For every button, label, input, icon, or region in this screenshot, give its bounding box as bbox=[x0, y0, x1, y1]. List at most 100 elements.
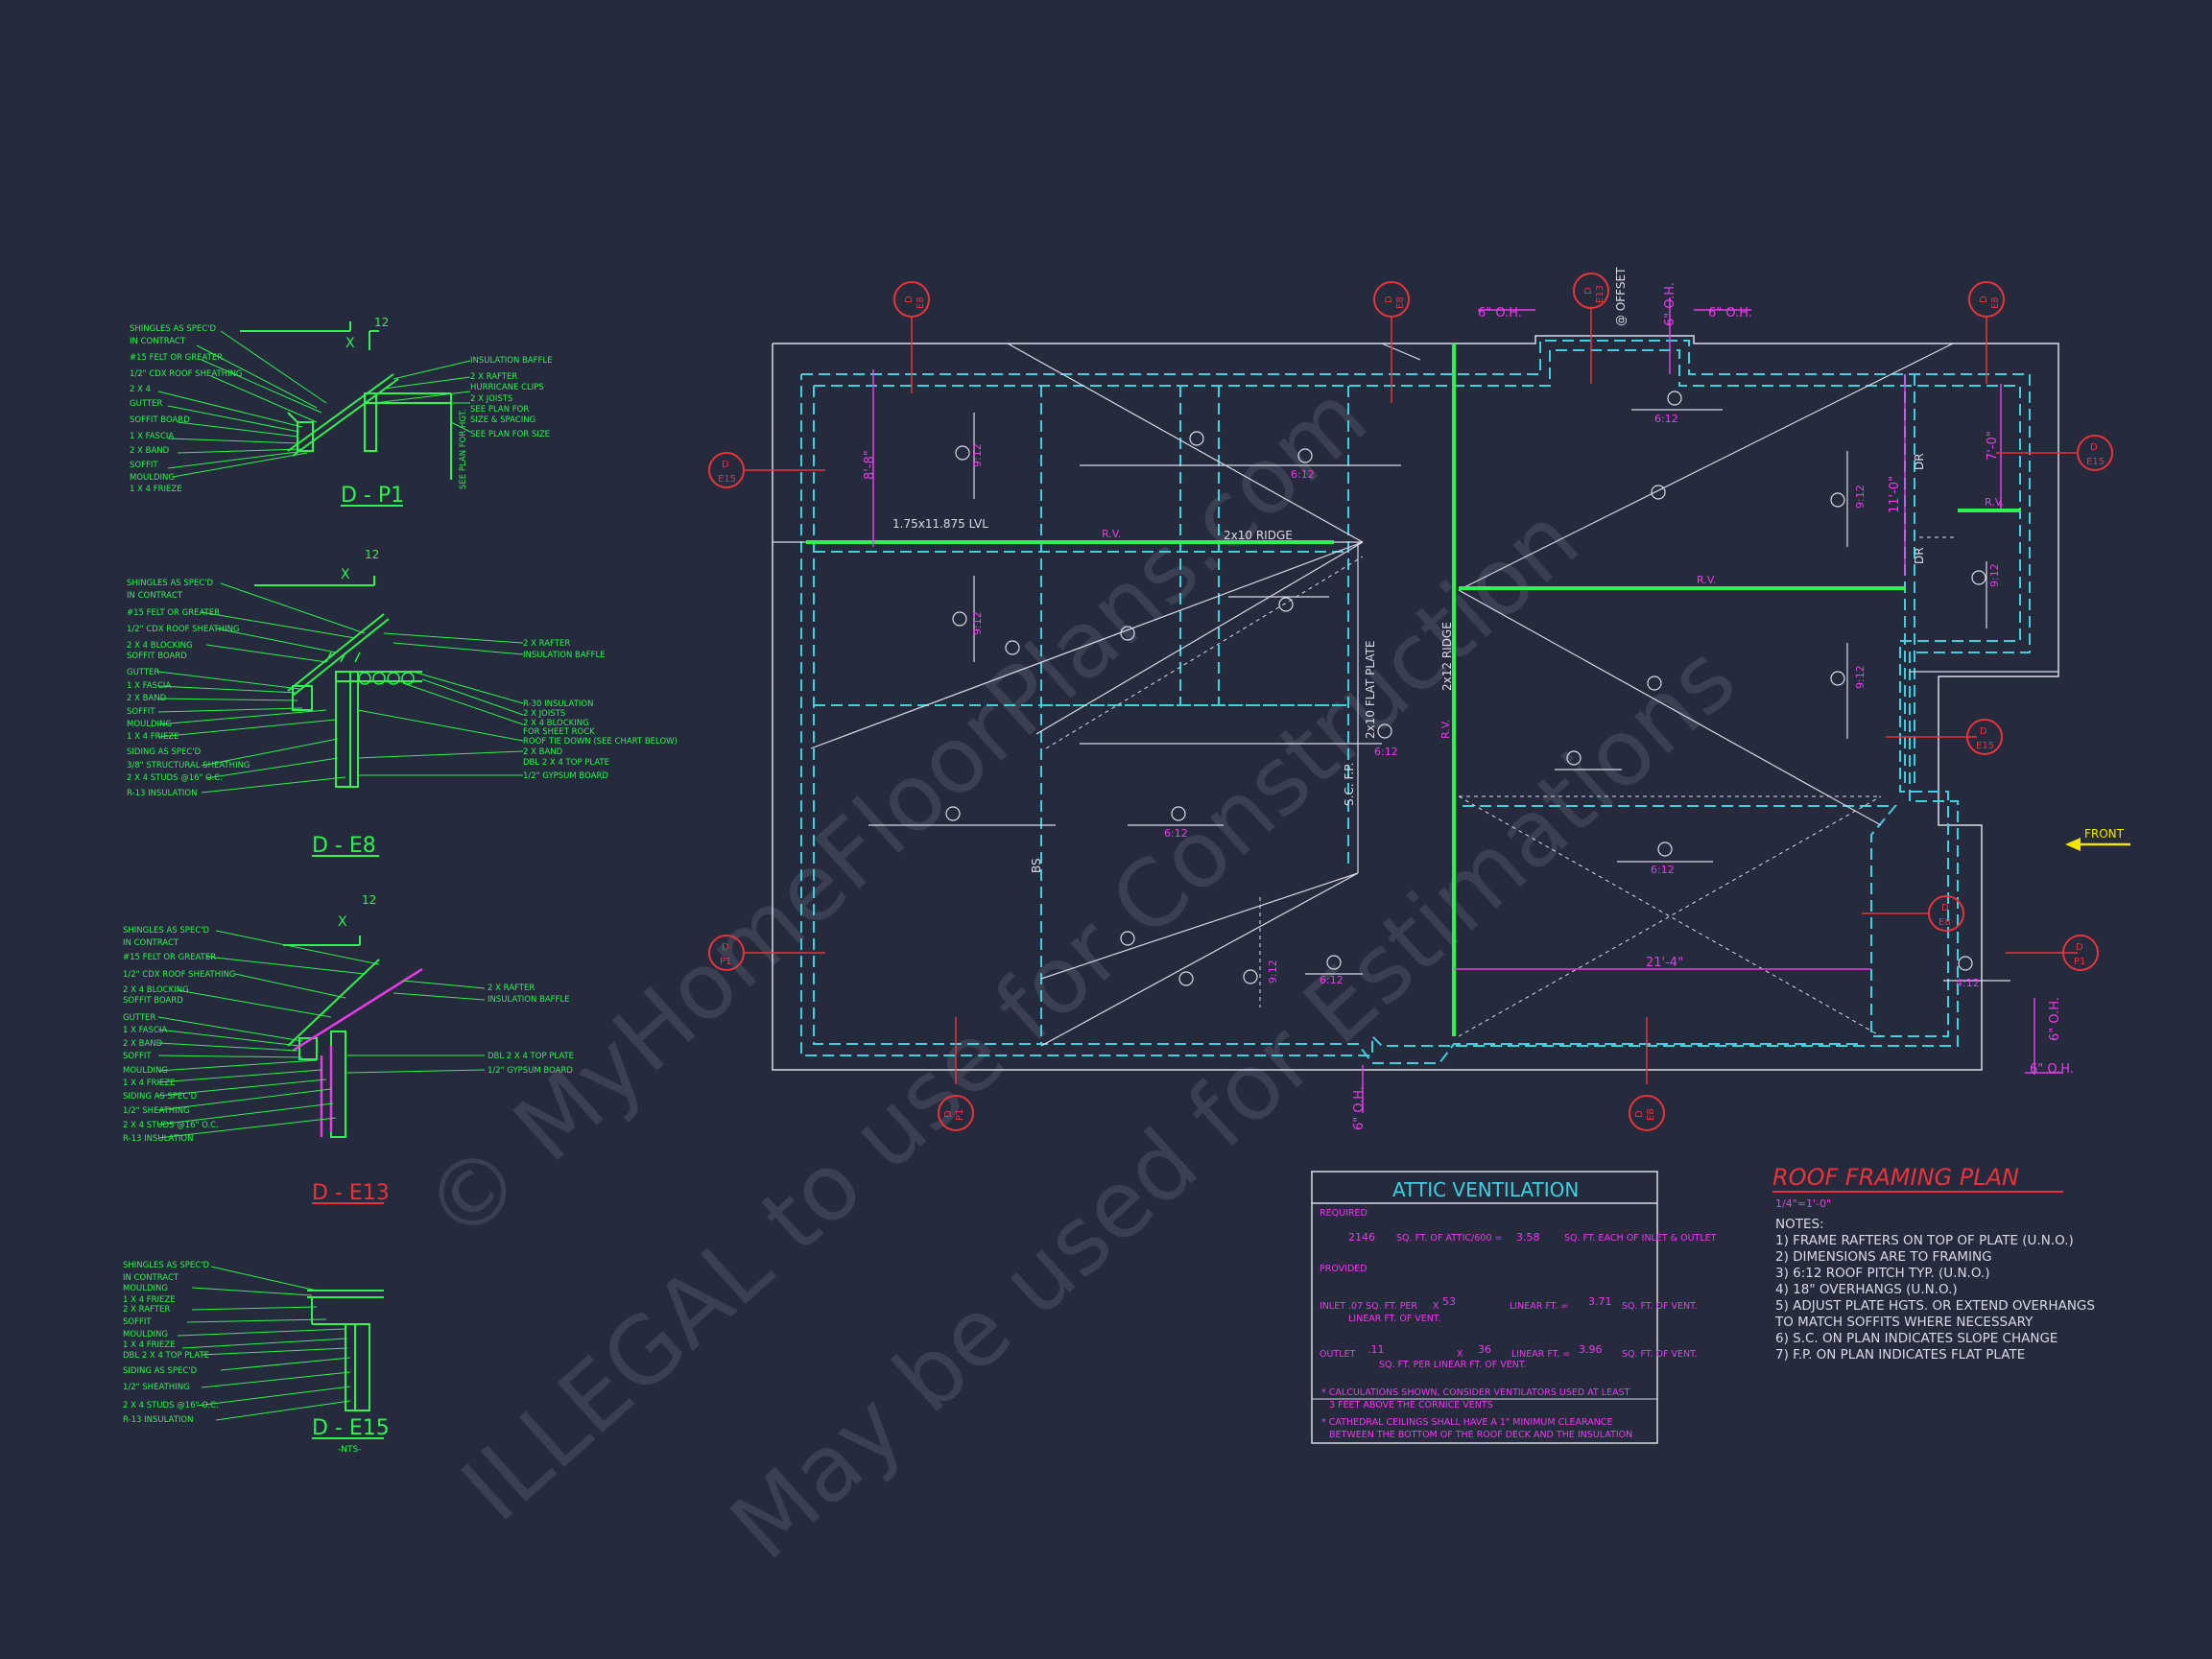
pitch-label: 6:12 bbox=[1164, 827, 1188, 840]
pitch-label: X bbox=[341, 567, 350, 582]
attic-note: BETWEEN THE BOTTOM OF THE ROOF DECK AND … bbox=[1329, 1430, 1632, 1440]
note: 1/2" CDX ROOF SHEATHING bbox=[130, 369, 243, 379]
note: 3/8" STRUCTURAL SHEATHING bbox=[127, 761, 250, 770]
note: 1/2" SHEATHING bbox=[123, 1106, 190, 1116]
rv-label: R.V. bbox=[1439, 720, 1452, 739]
detail-title: D - E13 bbox=[312, 1181, 390, 1205]
provided-label: PROVIDED bbox=[1320, 1264, 1368, 1274]
marker-ref: E8 bbox=[1395, 296, 1406, 309]
pitch-label: 6:12 bbox=[1291, 468, 1315, 481]
outlet-length: 36 bbox=[1478, 1343, 1491, 1356]
pitch-label: 9:12 bbox=[1854, 665, 1867, 689]
dimension: 6" O.H. bbox=[1352, 1086, 1367, 1130]
note-item: 7) F.P. ON PLAN INDICATES FLAT PLATE bbox=[1775, 1347, 2025, 1363]
dimension: 6" O.H. bbox=[1478, 306, 1522, 320]
pitch-label: 6:12 bbox=[1374, 746, 1398, 758]
note: 1/2" GYPSUM BOARD bbox=[523, 771, 608, 781]
note: GUTTER bbox=[127, 668, 159, 677]
marker-ref: P1 bbox=[2074, 957, 2085, 967]
note: IN CONTRACT bbox=[130, 337, 186, 346]
note: DBL 2 X 4 TOP PLATE bbox=[488, 1052, 574, 1061]
wall-line bbox=[800, 340, 2031, 1056]
dr-label: DR bbox=[1913, 547, 1926, 564]
detail-d-e15: SHINGLES AS SPEC'D IN CONTRACT MOULDING … bbox=[123, 1261, 390, 1455]
attic-area: 2146 bbox=[1348, 1231, 1375, 1244]
note: 2 X 4 BLOCKING bbox=[523, 719, 589, 728]
note: MOULDING bbox=[127, 720, 172, 729]
wall-line bbox=[813, 386, 1862, 1064]
marker-code: D bbox=[722, 460, 729, 470]
detail-title: D - E8 bbox=[312, 834, 376, 858]
marker-code: D bbox=[1980, 726, 1987, 737]
pitch-label: 9:12 bbox=[1854, 485, 1867, 509]
pitch-label: X bbox=[338, 914, 347, 930]
note: HURRICANE CLIPS bbox=[470, 383, 544, 392]
note: 1 X FASCIA bbox=[130, 432, 174, 441]
note: INSULATION BAFFLE bbox=[488, 995, 570, 1005]
note: R-13 INSULATION bbox=[123, 1134, 193, 1144]
inlet-total: 3.71 bbox=[1588, 1295, 1612, 1308]
note: 2 X RAFTER bbox=[123, 1305, 170, 1315]
note: 1 X 4 FRIEZE bbox=[130, 485, 182, 494]
note: 1/2" CDX ROOF SHEATHING bbox=[123, 970, 236, 980]
note: 1 X 4 FRIEZE bbox=[123, 1078, 176, 1088]
note: 2 X 4 bbox=[130, 385, 151, 394]
attic-note: * CATHEDRAL CEILINGS SHALL HAVE A 1" MIN… bbox=[1321, 1417, 1612, 1428]
note: 2 X BAND bbox=[123, 1039, 163, 1049]
dimension: 6" O.H. bbox=[1663, 282, 1677, 326]
notes-header: NOTES: bbox=[1775, 1217, 1824, 1232]
note-item: 1) FRAME RAFTERS ON TOP OF PLATE (U.N.O.… bbox=[1775, 1233, 2074, 1248]
detail-d-p1: SHINGLES AS SPEC'D IN CONTRACT #15 FELT … bbox=[130, 316, 553, 508]
note: SOFFIT bbox=[127, 707, 155, 717]
note: 1 X FASCIA bbox=[127, 681, 171, 691]
ridge-label: 2x10 RIDGE bbox=[1224, 529, 1293, 542]
dimension: 11'-0" bbox=[1888, 476, 1902, 513]
inlet-length: 53 bbox=[1442, 1295, 1456, 1308]
note: 1/2" CDX ROOF SHEATHING bbox=[127, 625, 240, 634]
note: #15 FELT OR GREATER bbox=[127, 608, 220, 618]
note: 1 X FASCIA bbox=[123, 1026, 167, 1035]
note: SOFFIT bbox=[123, 1317, 152, 1327]
marker-ref: E15 bbox=[2086, 457, 2105, 467]
marker-code: D bbox=[1941, 903, 1949, 913]
outlet-label: OUTLET bbox=[1320, 1349, 1356, 1360]
marker-code: D bbox=[2090, 442, 2098, 453]
note: MOULDING bbox=[130, 473, 175, 483]
note: SEE PLAN FOR bbox=[470, 405, 529, 415]
note: IN CONTRACT bbox=[123, 1273, 179, 1283]
note-item: TO MATCH SOFFITS WHERE NECESSARY bbox=[1774, 1315, 2034, 1330]
detail-title: D - E15 bbox=[312, 1416, 390, 1440]
note: R-13 INSULATION bbox=[127, 789, 197, 798]
note: MOULDING bbox=[123, 1284, 168, 1293]
note: GUTTER bbox=[130, 399, 162, 409]
pitch-label: 9:12 bbox=[1267, 960, 1279, 984]
inlet-sub: LINEAR FT. OF VENT. bbox=[1348, 1314, 1441, 1324]
note: 2 X 4 STUDS @16" O.C. bbox=[123, 1401, 219, 1410]
outlet-sub: SQ. FT. PER LINEAR FT. OF VENT. bbox=[1379, 1360, 1527, 1370]
note: SHINGLES AS SPEC'D bbox=[130, 324, 217, 334]
note: SEE PLAN FOR SIZE bbox=[470, 430, 550, 439]
note: SHINGLES AS SPEC'D bbox=[127, 579, 214, 588]
note: SOFFIT BOARD bbox=[130, 415, 190, 425]
dimension: 6" O.H. bbox=[1708, 306, 1752, 320]
detail-subtitle: -NTS- bbox=[338, 1445, 361, 1455]
roof-plan: D D D D D D D D D D D D E8 E8 E13 E8 E15… bbox=[708, 267, 2130, 1131]
note: 2 X JOISTS bbox=[523, 709, 565, 719]
marker-ref: P1 bbox=[955, 1109, 965, 1121]
note: 1 X 4 FRIEZE bbox=[123, 1295, 176, 1305]
note-item: 3) 6:12 ROOF PITCH TYP. (U.N.O.) bbox=[1775, 1266, 1989, 1281]
attic-note: * CALCULATIONS SHOWN, CONSIDER VENTILATO… bbox=[1321, 1387, 1630, 1398]
attic-ventilation-table: ATTIC VENTILATION REQUIRED 2146 SQ. FT. … bbox=[1311, 1171, 1717, 1444]
pitch-label: 12 bbox=[374, 316, 389, 329]
note-item: 6) S.C. ON PLAN INDICATES SLOPE CHANGE bbox=[1775, 1331, 2057, 1346]
detail-title: D - P1 bbox=[341, 484, 404, 508]
note: SOFFIT bbox=[130, 461, 158, 470]
plan-scale: 1/4"=1'-0" bbox=[1775, 1197, 1831, 1210]
marker-code: D bbox=[1384, 296, 1394, 303]
inlet-x: X bbox=[1433, 1301, 1439, 1312]
inlet-unit: SQ. FT. OF VENT. bbox=[1622, 1301, 1698, 1312]
marker-ref: E8 bbox=[916, 296, 926, 309]
wall-line bbox=[814, 349, 2021, 1037]
inlet-eq: LINEAR FT. = bbox=[1510, 1301, 1568, 1312]
marker-code: D bbox=[722, 942, 729, 953]
